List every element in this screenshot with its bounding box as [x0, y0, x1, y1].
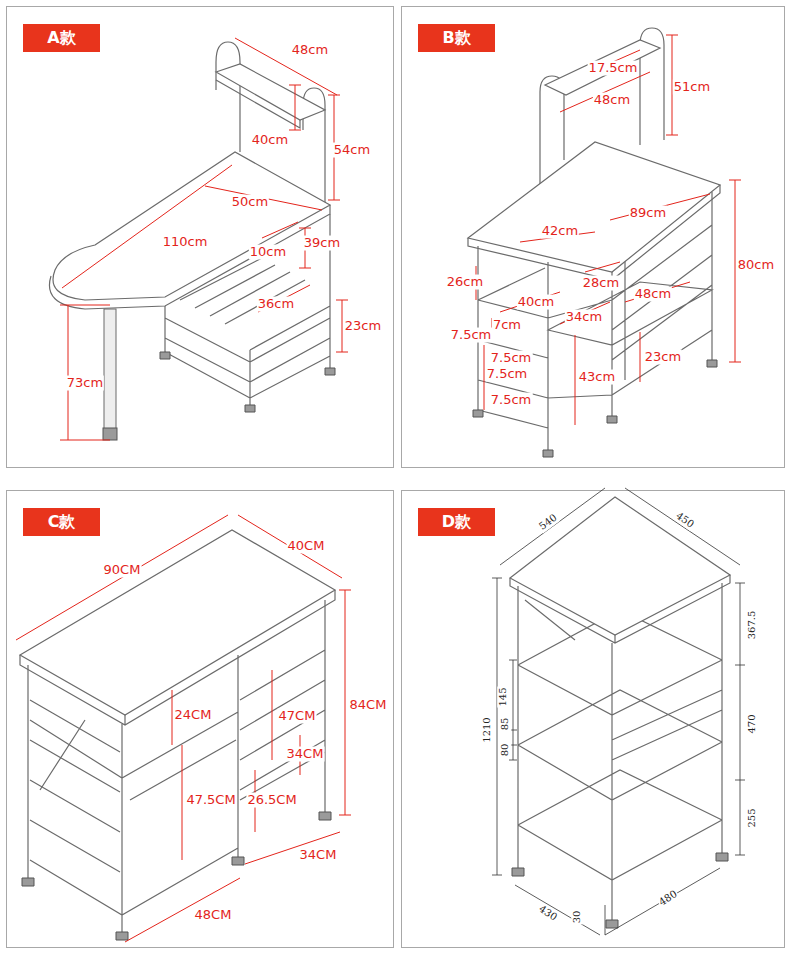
dimension-label: 48cm: [593, 93, 631, 108]
foot: [103, 428, 117, 440]
dimension-label: 40cm: [517, 295, 555, 310]
foot: [473, 360, 717, 457]
dimension-line: [492, 488, 745, 935]
table-leg: [104, 309, 116, 433]
panel-frame: [402, 7, 785, 468]
dimension-label: 89cm: [629, 206, 667, 221]
dimension-label: 36cm: [257, 297, 295, 312]
dimension-label: 470: [746, 713, 758, 734]
dimension-label: 48CM: [194, 908, 233, 923]
dimension-label: 34CM: [286, 747, 325, 762]
dimension-label: 34CM: [299, 848, 338, 863]
panel-frame: [402, 491, 785, 948]
dimension-label: 42cm: [541, 224, 579, 239]
dimension-label: 48cm: [634, 287, 672, 302]
dimension-label: 7.5cm: [490, 351, 533, 366]
dimension-label: 47.5CM: [185, 793, 236, 808]
dimension-label: 26.5CM: [246, 793, 297, 808]
model-tag-text: D款: [442, 512, 471, 531]
dimension-label: 80cm: [737, 258, 775, 273]
dimension-label: 7.5cm: [486, 367, 529, 382]
dimension-label: 73cm: [66, 376, 104, 391]
dimension-label: 84CM: [349, 698, 388, 713]
dimension-label: 26cm: [446, 275, 484, 290]
table-top-edge: [49, 205, 330, 309]
model-tag-text: C款: [48, 512, 76, 531]
dimension-label: 7.5cm: [490, 393, 533, 408]
shelf-frame: [518, 583, 722, 922]
model-tag: A款: [23, 24, 100, 52]
dimension-label: 80: [499, 743, 511, 758]
hutch-shelf: [545, 40, 660, 95]
dimension-label: 430: [536, 902, 560, 923]
dimension-label: 23cm: [344, 319, 382, 334]
foot: [160, 352, 335, 412]
dimension-label: 85: [499, 717, 511, 732]
dimension-label: 145: [497, 686, 509, 707]
dimension-label: 48cm: [291, 43, 329, 58]
dimension-line: [476, 35, 741, 425]
model-tag: B款: [418, 24, 495, 52]
dimension-label: 255: [746, 807, 758, 828]
foot: [22, 812, 331, 940]
rack-top: [20, 530, 335, 715]
dimension-label: 7.5cm: [450, 328, 493, 343]
dimension-label: 10cm: [249, 245, 287, 260]
model-tag: C款: [23, 508, 100, 536]
dimension-label: 17.5cm: [588, 61, 639, 76]
dimension-label: 34cm: [565, 310, 603, 325]
dimension-label: 40cm: [251, 133, 289, 148]
model-tag-text: A款: [47, 28, 75, 47]
dimension-line: [16, 515, 351, 942]
dimension-label: 450: [673, 509, 697, 531]
counter-top: [468, 142, 720, 272]
dimension-label: 1210: [481, 716, 493, 743]
dimension-label: 51cm: [673, 80, 711, 95]
dimension-label: 40CM: [287, 539, 326, 554]
dimension-label: 90CM: [103, 563, 142, 578]
shelf-top-edge: [510, 575, 730, 643]
dimension-label: 30: [571, 910, 583, 925]
panel-frame: [7, 491, 394, 948]
dimension-label: 50cm: [231, 195, 269, 210]
upper-shelf-edge: [216, 80, 300, 128]
dimension-label: 28cm: [582, 276, 620, 291]
shelf-top: [510, 497, 730, 635]
dimension-label: 54cm: [333, 143, 371, 158]
dimension-label: 110cm: [162, 235, 209, 250]
model-tag-text: B款: [442, 28, 470, 47]
dimension-label: 43cm: [578, 370, 616, 385]
dimension-label: 367.5: [746, 610, 758, 641]
dimension-label: 480: [656, 887, 680, 908]
dimension-label: 7cm: [492, 318, 522, 333]
dimension-label: 23cm: [644, 350, 682, 365]
dimension-label: 39cm: [303, 236, 341, 251]
dimension-label: 47CM: [278, 709, 317, 724]
model-tag: D款: [418, 508, 495, 536]
dimension-label: 540: [536, 511, 560, 533]
dimension-line: [60, 38, 348, 440]
dimension-label: 24CM: [174, 708, 213, 723]
panel-frame: [7, 7, 394, 468]
foot: [512, 853, 728, 928]
